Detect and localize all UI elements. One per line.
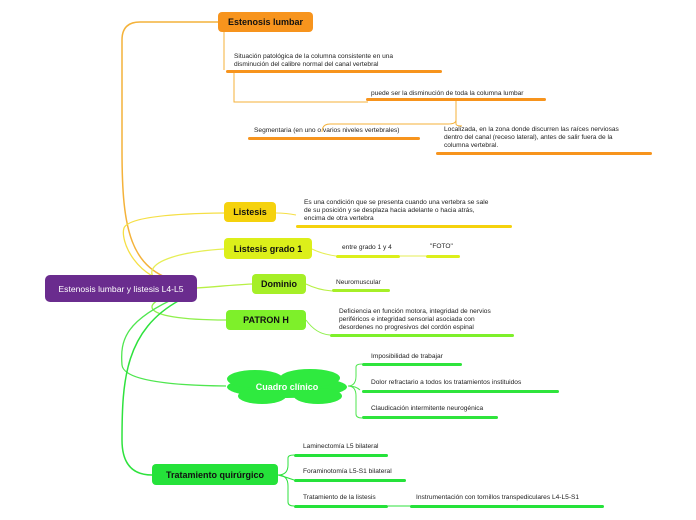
- listesis-definition-underline: [296, 225, 512, 228]
- tratamiento-node[interactable]: Tratamiento quirúrgico: [152, 464, 278, 485]
- listesis-label: Listesis: [233, 207, 267, 217]
- tratamiento-item-1-underline: [294, 454, 388, 457]
- estenosis-localized-underline: [436, 152, 652, 155]
- cuadro-item-2-underline: [362, 390, 559, 393]
- cuadro-item-1-underline: [362, 363, 462, 366]
- grado-foto-underline: [426, 255, 460, 258]
- cloud-shape: [227, 369, 347, 404]
- patron-value-underline: [330, 334, 514, 337]
- tratamiento-item-3: Tratamiento de la listesis: [303, 494, 376, 501]
- grado-node[interactable]: Listesis grado 1: [224, 238, 312, 259]
- grado-range: entre grado 1 y 4: [342, 244, 392, 251]
- estenosis-whole: puede ser la disminución de toda la colu…: [371, 90, 524, 97]
- estenosis-node[interactable]: Estenosis lumbar: [218, 12, 313, 32]
- listesis-node[interactable]: Listesis: [224, 202, 276, 222]
- estenosis-segmental-underline: [248, 137, 420, 140]
- root-label: Estenosis lumbar y listesis L4-L5: [58, 283, 184, 294]
- tratamiento-sub: Instrumentación con tornillos transpedic…: [416, 494, 580, 501]
- cuadro-item-2: Dolor refractario a todos los tratamient…: [371, 379, 522, 386]
- patron-value: Deficiencia en función motora, integrida…: [339, 308, 491, 331]
- patron-label: PATRON H: [243, 315, 289, 325]
- dominio-label: Dominio: [261, 279, 297, 289]
- grado-foto: "FOTO": [430, 243, 453, 250]
- tratamiento-item-2-underline: [294, 479, 406, 482]
- tratamiento-item-3-underline: [294, 505, 388, 508]
- estenosis-whole-underline: [366, 98, 546, 101]
- root-node[interactable]: Estenosis lumbar y listesis L4-L5: [45, 275, 197, 302]
- grado-label: Listesis grado 1: [233, 243, 303, 254]
- listesis-definition: Es una condición que se presenta cuando …: [304, 199, 489, 222]
- estenosis-label: Estenosis lumbar: [227, 17, 304, 27]
- grado-range-underline: [336, 255, 400, 258]
- estenosis-segmental: Segmentaria (en uno o varios niveles ver…: [254, 127, 400, 134]
- cuadro-item-1: Imposibilidad de trabajar: [371, 353, 443, 360]
- tratamiento-sub-underline: [410, 505, 604, 508]
- cuadro-label: Cuadro clínico: [255, 382, 319, 392]
- cuadro-item-3: Claudicación intermitente neurogénica: [371, 405, 484, 412]
- estenosis-localized: Localizada, en la zona donde discurren l…: [444, 126, 619, 149]
- dominio-value: Neuromuscular: [336, 279, 381, 286]
- dominio-value-underline: [332, 289, 390, 292]
- tratamiento-label: Tratamiento quirúrgico: [165, 469, 264, 480]
- tratamiento-item-1: Laminectomía L5 bilateral: [303, 443, 379, 450]
- patron-node[interactable]: PATRON H: [226, 310, 306, 330]
- estenosis-definition: Situación patológica de la columna consi…: [234, 53, 394, 68]
- estenosis-definition-underline: [226, 70, 442, 73]
- cuadro-item-3-underline: [362, 416, 498, 419]
- tratamiento-item-2: Foraminotomía L5-S1 bilateral: [303, 468, 392, 475]
- cuadro-node[interactable]: Cuadro clínico: [240, 378, 334, 396]
- dominio-node[interactable]: Dominio: [252, 274, 306, 294]
